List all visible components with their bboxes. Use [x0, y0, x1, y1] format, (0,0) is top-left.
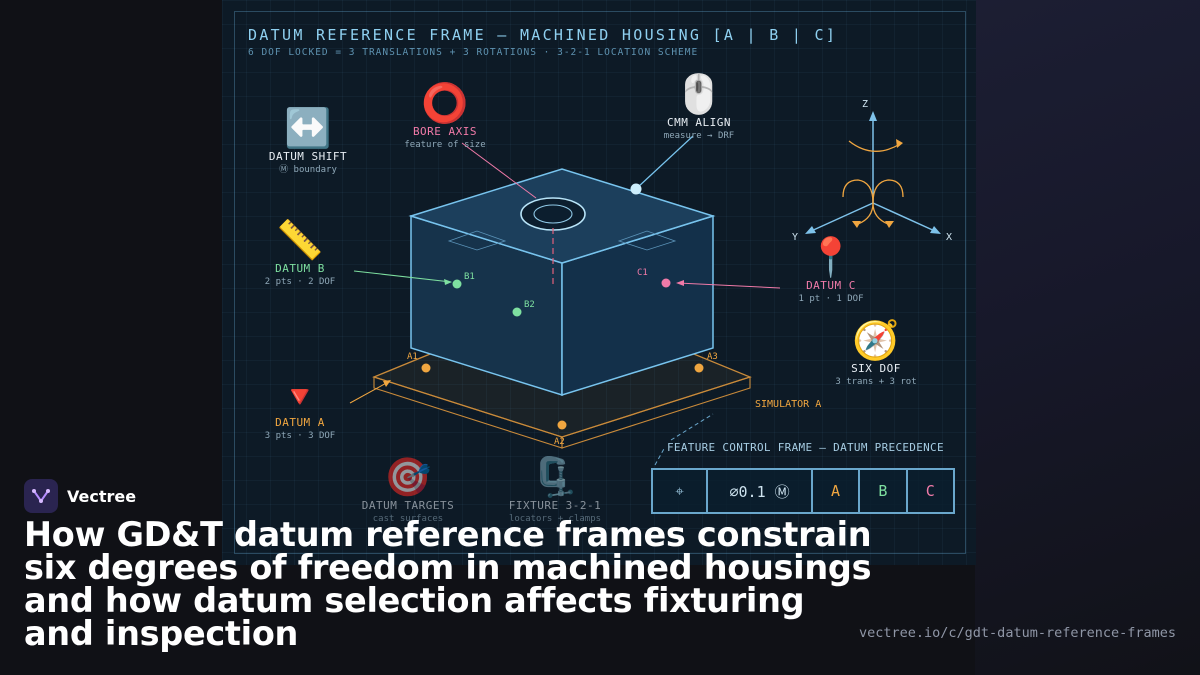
datum-targets-note: cast surfaces	[372, 514, 444, 524]
datum-point-b1	[452, 279, 462, 289]
headline: How GD&T datum reference frames constrai…	[24, 515, 872, 653]
callout-six-dof: 🧭 SIX DOF 3 trans + 3 rot	[835, 318, 916, 389]
source-url: vectree.io/c/gdt-datum-reference-frames	[859, 625, 1176, 641]
map-pin-icon: 📍	[807, 235, 855, 279]
axis-label-x: X	[946, 232, 952, 243]
label-a1: A1	[407, 352, 418, 362]
label-b2: B2	[524, 300, 535, 310]
datum-b-note: 2 pts · 2 DOF	[264, 277, 336, 287]
brand-name: Vectree	[67, 486, 137, 506]
fixture-note: locators + clamps	[508, 514, 602, 524]
datum-b-leader-line	[353, 270, 452, 283]
callout-datum-a: 🔻 DATUM A 3 pts · 3 DOF	[265, 380, 335, 443]
fcf-leader-line-2	[670, 413, 714, 441]
simulator-label: SIMULATOR A	[755, 399, 821, 410]
background-gradient	[975, 0, 1200, 675]
callout-bore-axis: ⭕ BORE AXIS feature of size	[404, 81, 485, 152]
datum-point-a3	[694, 363, 704, 373]
fcf-tolerance-cell: ⌀0.1 Ⓜ	[708, 470, 813, 512]
label-c1: C1	[637, 268, 648, 278]
datum-targets-name: DATUM TARGETS	[361, 499, 455, 512]
computer-mouse-icon: 🖱️	[675, 72, 723, 116]
datum-point-b2	[512, 307, 522, 317]
fcf-title: FEATURE CONTROL FRAME — DATUM PRECEDENCE	[667, 441, 944, 454]
datum-point-a2	[557, 420, 567, 430]
bore-axis-name: BORE AXIS	[412, 125, 478, 138]
fcf-leader-line	[654, 446, 666, 466]
six-dof-name: SIX DOF	[851, 362, 901, 375]
callout-datum-c: 📍 DATUM C 1 pt · 1 DOF	[798, 235, 863, 306]
clamp-icon: 🗜️	[531, 455, 579, 499]
diagram-subtitle: 6 DOF LOCKED = 3 TRANSLATIONS + 3 ROTATI…	[248, 47, 699, 58]
axis-label-z: Z	[862, 99, 868, 110]
datum-point-c1	[661, 278, 671, 288]
datum-point-a1	[421, 363, 431, 373]
panel-border	[234, 11, 966, 554]
left-right-arrow-icon: ↔️	[284, 106, 332, 150]
cmm-align-name: CMM ALIGN	[666, 116, 732, 129]
dof-axes-triad	[805, 111, 941, 234]
ruler-icon: 📏	[276, 218, 324, 262]
label-a2: A2	[554, 437, 565, 447]
datum-c-leader-line	[677, 282, 781, 289]
fixture-name: FIXTURE 3-2-1	[508, 499, 602, 512]
datum-c-arrowhead	[676, 280, 684, 286]
position-symbol-icon: ⌖	[653, 470, 709, 512]
label-a3: A3	[707, 352, 718, 362]
compass-icon: 🧭	[852, 318, 900, 362]
callout-cmm-align: 🖱️ CMM ALIGN measure → DRF	[664, 72, 734, 143]
bore-leader-line	[461, 142, 537, 199]
cmm-align-note: measure → DRF	[663, 131, 735, 141]
fcf-primary-datum: A	[813, 470, 861, 512]
diagram-title: DATUM REFERENCE FRAME — MACHINED HOUSING…	[248, 26, 838, 44]
down-triangle-icon: 🔻	[281, 380, 319, 415]
datum-b-name: DATUM B	[275, 262, 325, 275]
datum-b-arrowhead	[444, 279, 452, 285]
feature-control-frame: ⌖ ⌀0.1 Ⓜ A B C	[651, 468, 955, 514]
datum-c-name: DATUM C	[806, 279, 856, 292]
datum-a-leader-line	[349, 380, 391, 404]
datum-a-arrowhead	[383, 380, 391, 387]
cmm-probe-point	[630, 183, 642, 195]
six-dof-note: 3 trans + 3 rot	[835, 377, 917, 387]
fcf-secondary-datum: B	[860, 470, 908, 512]
datum-a-note: 3 pts · 3 DOF	[264, 431, 336, 441]
cmm-leader-line	[636, 135, 694, 189]
callout-datum-b: 📏 DATUM B 2 pts · 2 DOF	[265, 218, 335, 289]
vectree-logo-icon	[24, 479, 58, 513]
datum-c-note: 1 pt · 1 DOF	[798, 294, 864, 304]
bore-feature	[520, 197, 586, 285]
bore-axis-note: feature of size	[404, 140, 486, 150]
datum-a-name: DATUM A	[275, 416, 325, 429]
fcf-tertiary-datum: C	[925, 482, 935, 500]
callout-fixture: 🗜️ FIXTURE 3-2-1 locators + clamps	[509, 455, 602, 526]
callout-datum-targets: 🎯 DATUM TARGETS cast surfaces	[362, 455, 455, 526]
brand: Vectree	[24, 479, 136, 513]
label-b1: B1	[464, 272, 475, 282]
datum-shift-note: Ⓜ boundary	[279, 165, 337, 175]
callout-datum-shift: ↔️ DATUM SHIFT Ⓜ boundary	[269, 106, 347, 177]
circle-ring-icon: ⭕	[421, 81, 469, 125]
datum-shift-name: DATUM SHIFT	[268, 150, 348, 163]
axis-label-y: Y	[792, 232, 798, 243]
target-icon: 🎯	[384, 455, 432, 499]
